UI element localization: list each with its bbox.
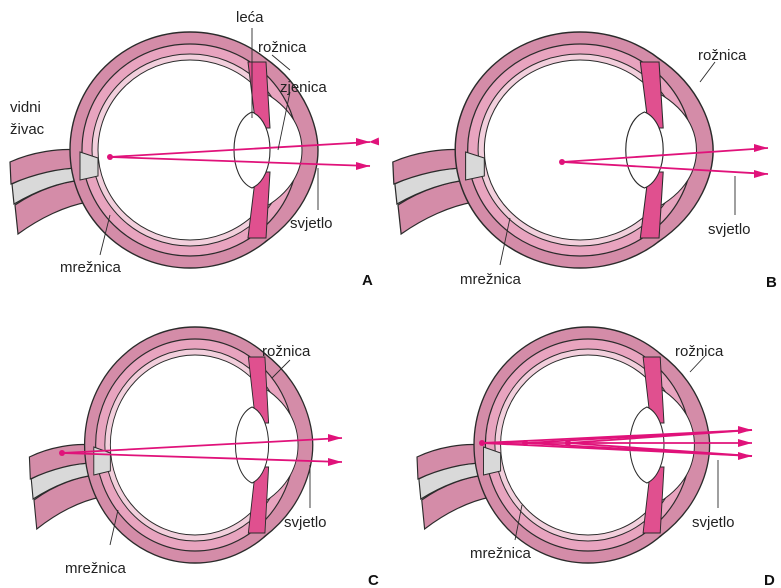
focal-point-d-3 [479, 440, 485, 446]
label-mreznica-d: mrežnica [470, 545, 532, 562]
arrowhead-d-3 [738, 452, 752, 460]
arrowhead-b-1 [754, 144, 768, 152]
arrowhead-d-1 [738, 426, 752, 434]
focal-point-a [107, 154, 113, 160]
arrowhead-c-2 [328, 458, 342, 466]
label-zjenica-a: zjenica [280, 79, 327, 96]
label-svjetlo-c: svjetlo [284, 514, 327, 531]
panel-a: leća rožnica zjenica vidni živac svjetlo… [10, 9, 373, 289]
focal-point-b [559, 159, 565, 165]
panel-letter-a: A [362, 272, 373, 289]
eyeball-c [29, 327, 312, 563]
arrowhead-c-1 [328, 434, 342, 442]
arrowhead-a-1 [356, 138, 370, 146]
label-roznica-a: rožnica [258, 39, 307, 56]
panel-letter-c: C [368, 572, 379, 588]
panel-letter-d: D [764, 572, 775, 588]
label-vidni-a: vidni [10, 99, 41, 116]
label-mreznica-c: mrežnica [65, 560, 127, 577]
focal-point-c [59, 450, 65, 456]
focal-point-d-2 [522, 440, 528, 446]
label-roznica-c: rožnica [262, 343, 311, 360]
eyeball-b [393, 32, 713, 268]
label-roznica-b: rožnica [698, 47, 747, 64]
label-zivac-a: živac [10, 121, 45, 138]
panel-b: rožnica svjetlo mrežnica B [393, 32, 777, 291]
label-svjetlo-d: svjetlo [692, 514, 735, 531]
pointer-roznica-b [700, 62, 715, 82]
panel-letter-b: B [766, 274, 777, 291]
panel-d: rožnica svjetlo mrežnica D [417, 327, 775, 588]
label-svjetlo-b: svjetlo [708, 221, 751, 238]
arrowhead-b-2 [754, 170, 768, 178]
label-mreznica-a: mrežnica [60, 259, 122, 276]
arrowhead-a-2 [356, 162, 370, 170]
eyeball-a [10, 32, 318, 268]
label-roznica-d: rožnica [675, 343, 724, 360]
label-mreznica-b: mrežnica [460, 271, 522, 288]
focal-point-d-1 [565, 440, 571, 446]
arrowhead-d-2 [738, 439, 752, 447]
panel-c: rožnica svjetlo mrežnica C [29, 327, 379, 588]
label-leca-a: leća [236, 9, 264, 26]
label-svjetlo-a: svjetlo [290, 215, 333, 232]
